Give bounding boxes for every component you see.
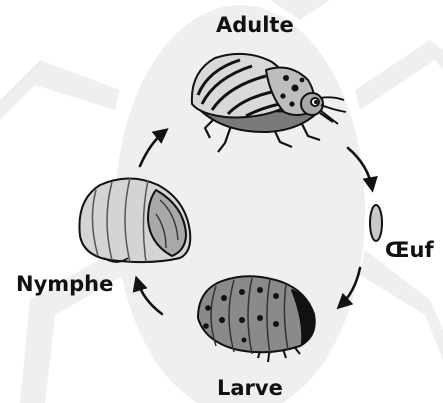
label-adult: Adulte xyxy=(216,15,294,36)
label-larva: Larve xyxy=(217,378,283,399)
label-egg: Œuf xyxy=(385,240,434,261)
egg-illustration xyxy=(370,205,382,241)
label-nymph: Nymphe xyxy=(16,274,113,295)
